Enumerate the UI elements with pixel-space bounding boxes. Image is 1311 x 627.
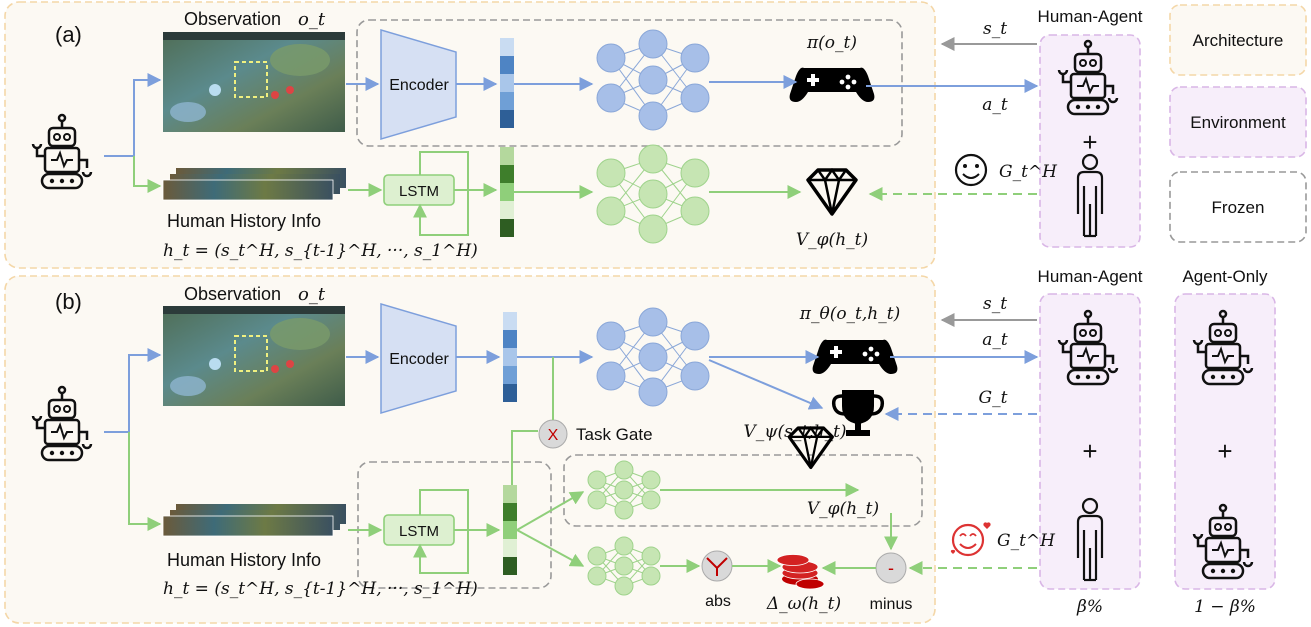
gain-network-b bbox=[587, 536, 661, 596]
observation-var-b: o_t bbox=[298, 284, 326, 305]
policy-network-b bbox=[596, 307, 710, 407]
encoder-a bbox=[380, 28, 457, 141]
human-return-label-b: G_t^H bbox=[997, 531, 1056, 551]
state-label-a: s_t bbox=[983, 19, 1007, 39]
delta-label: Δ_ω(h_t) bbox=[766, 594, 841, 614]
panel-a-tag: (a) bbox=[55, 22, 82, 47]
observation-label-b: Observation bbox=[184, 284, 281, 304]
value-label-a: V_φ(h_t) bbox=[796, 230, 868, 250]
panel-a-frame bbox=[4, 1, 936, 269]
value-phi-label-b: V_φ(h_t) bbox=[807, 499, 879, 519]
legend-architecture: Architecture bbox=[1193, 31, 1284, 50]
history-vector-a bbox=[500, 147, 514, 237]
lstm-label-a: LSTM bbox=[399, 183, 439, 200]
minus-label: minus bbox=[870, 596, 913, 613]
history-strip-a bbox=[162, 168, 346, 201]
panel-b-tag: (b) bbox=[55, 289, 82, 314]
encoder-b bbox=[380, 302, 457, 415]
history-vector-b bbox=[503, 485, 517, 575]
lstm-loop-top-b bbox=[419, 489, 469, 530]
history-strip-b bbox=[162, 504, 346, 537]
env-box-b-human-agent bbox=[1039, 293, 1141, 590]
feature-vector-b bbox=[503, 312, 517, 402]
feature-vector-a bbox=[500, 38, 514, 128]
value-network-b bbox=[587, 460, 661, 520]
history-label-a: Human History Info bbox=[167, 211, 321, 231]
smiley-icon-a bbox=[954, 153, 988, 187]
frozen-box-b-value bbox=[563, 454, 923, 527]
human-return-label-a: G_t^H bbox=[999, 162, 1058, 182]
human-agent-title-a: Human-Agent bbox=[1038, 7, 1143, 26]
env-box-a bbox=[1039, 34, 1141, 248]
lstm-loop-a bbox=[413, 189, 469, 236]
minus-symbol: - bbox=[888, 558, 894, 578]
smiley-hearts-icon-b bbox=[950, 522, 991, 557]
history-formula-b: h_t = (s_t^H, s_{t-1}^H, ···, s_1^H) bbox=[163, 579, 478, 599]
lstm-label-b: LSTM bbox=[399, 523, 439, 540]
lstm-loop-top-a bbox=[419, 151, 469, 190]
abs-label: abs bbox=[705, 593, 731, 610]
history-label-b: Human History Info bbox=[167, 550, 321, 570]
arrows-panel-a bbox=[104, 37, 1039, 201]
task-gate-symbol: X bbox=[548, 427, 559, 444]
value-network-a bbox=[596, 144, 710, 244]
policy-network-a bbox=[596, 29, 710, 131]
game-screenshot-b bbox=[163, 306, 345, 406]
plus-b-agent: + bbox=[1217, 436, 1232, 466]
human-agent-title-b: Human-Agent bbox=[1038, 267, 1143, 286]
return-label-b: G_t bbox=[979, 388, 1008, 408]
history-formula-a: h_t = (s_t^H, s_{t-1}^H, ···, s_1^H) bbox=[163, 241, 478, 261]
beta-label: β% bbox=[1076, 597, 1103, 617]
lstm-loop-b bbox=[413, 529, 469, 574]
coins-icon bbox=[776, 554, 825, 590]
one-minus-beta-label: 1 − β% bbox=[1194, 597, 1256, 617]
legend-environment: Environment bbox=[1190, 113, 1286, 132]
encoder-label-b: Encoder bbox=[389, 351, 449, 368]
plus-a: + bbox=[1082, 127, 1097, 157]
game-screenshot-a bbox=[163, 32, 345, 132]
agent-only-title-b: Agent-Only bbox=[1182, 267, 1268, 286]
observation-label-a: Observation bbox=[184, 9, 281, 29]
legend-environment-box bbox=[1169, 86, 1307, 158]
state-label-b: s_t bbox=[983, 294, 1007, 314]
env-box-b-agent-only bbox=[1174, 293, 1276, 590]
action-label-a: a_t bbox=[982, 95, 1008, 115]
task-gate-label: Task Gate bbox=[576, 425, 653, 444]
legend-frozen: Frozen bbox=[1212, 198, 1265, 217]
encoder-label-a: Encoder bbox=[389, 77, 449, 94]
legend-frozen-box bbox=[1169, 171, 1307, 243]
action-label-b: a_t bbox=[982, 330, 1008, 350]
policy-label-b: π_θ(o_t,h_t) bbox=[799, 304, 900, 324]
arrows-panel-b bbox=[104, 313, 1039, 575]
abs-node bbox=[701, 550, 733, 582]
plus-b-human: + bbox=[1082, 436, 1097, 466]
observation-var-a: o_t bbox=[298, 9, 326, 30]
policy-label-a: π(o_t) bbox=[806, 33, 857, 53]
legend-architecture-box bbox=[1169, 4, 1307, 76]
